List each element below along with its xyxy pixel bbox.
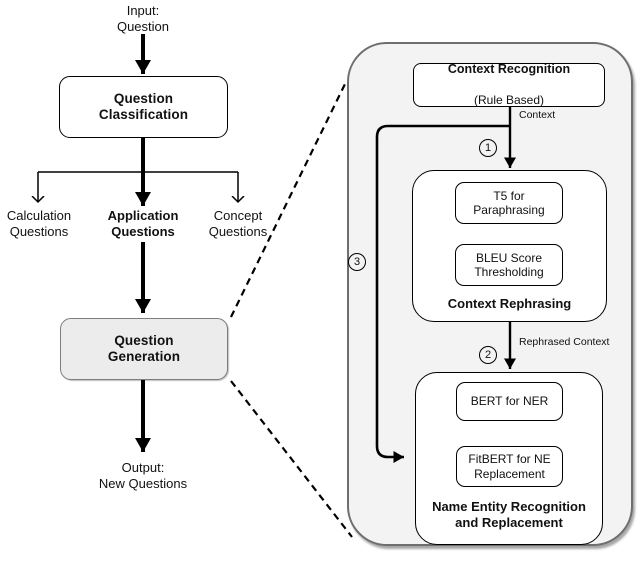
- feedback-loop-path: [375, 124, 510, 463]
- zoom-connector-bottom: [230, 380, 353, 538]
- context-recognition-title: Context Recognition: [447, 62, 571, 77]
- question-generation-box: Question Generation: [60, 318, 228, 380]
- ner-label: Name Entity Recognition and Replacement: [432, 499, 586, 530]
- context-rephrasing-label: Context Rephrasing: [447, 296, 572, 311]
- branch-label-calculation: Calculation Questions: [6, 208, 72, 239]
- rephrased-context-edge-label: Rephrased Context: [519, 336, 610, 349]
- question-classification-box: Question Classification: [59, 76, 228, 138]
- step-3-badge: 3: [348, 253, 366, 271]
- zoom-connector-top: [230, 83, 346, 318]
- context-recognition-box: Context Recognition (Rule Based): [413, 62, 605, 108]
- context-edge-label: Context: [519, 109, 556, 122]
- branch-label-concept: Concept Questions: [208, 208, 268, 239]
- fitbert-box: FitBERT for NE Replacement: [456, 446, 563, 487]
- input-label: Input: Question: [116, 3, 170, 34]
- bert-box: BERT for NER: [456, 382, 563, 421]
- branch-label-application: Application Questions: [107, 208, 179, 239]
- output-label: Output: New Questions: [98, 460, 188, 491]
- t5-box: T5 for Paraphrasing: [455, 182, 563, 224]
- bleu-box: BLEU Score Thresholding: [455, 244, 563, 286]
- context-recognition-subtitle: (Rule Based): [473, 93, 545, 108]
- step-2-badge: 2: [479, 346, 497, 364]
- step-1-badge: 1: [479, 139, 497, 157]
